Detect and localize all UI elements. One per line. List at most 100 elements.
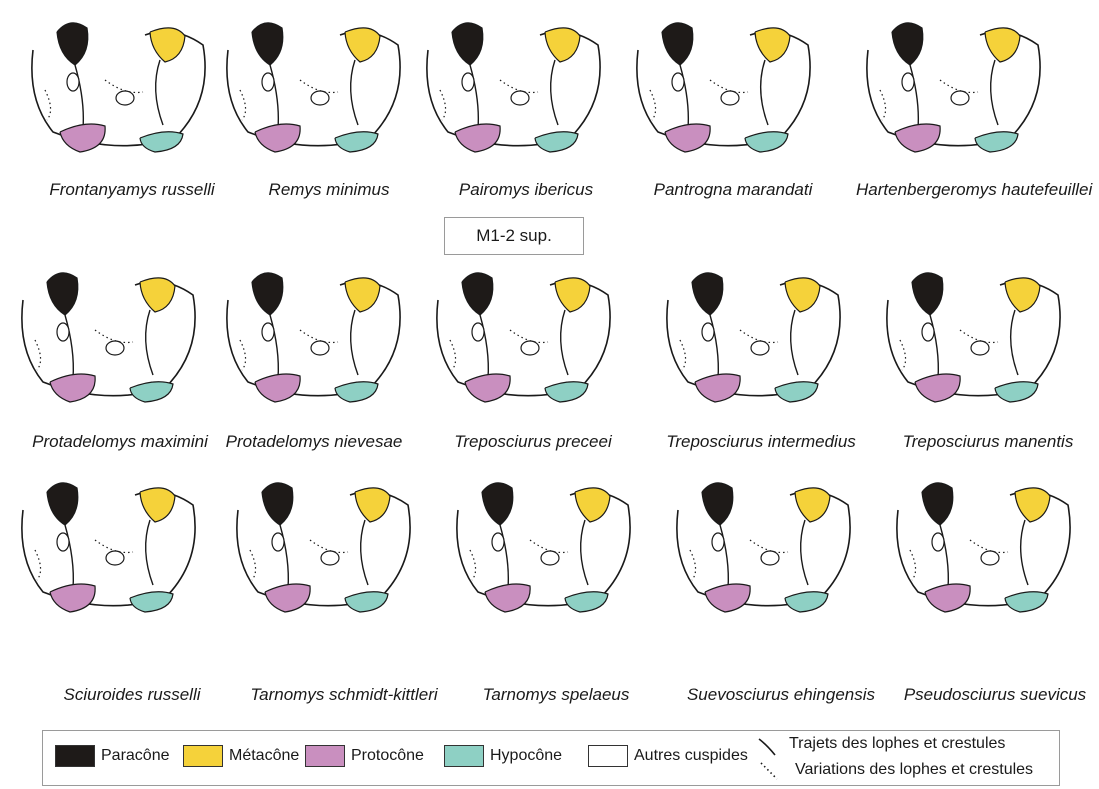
tooth-9-hypocone	[775, 382, 818, 402]
tooth-3-protocone	[455, 124, 500, 152]
tooth-14-protocone	[705, 584, 750, 612]
tooth-9-protocone	[695, 374, 740, 402]
paracone-swatch	[55, 745, 95, 767]
tooth-5-protocone	[895, 124, 940, 152]
tooth-13-variation	[470, 550, 476, 580]
tooth-9-other-cusp	[702, 323, 714, 341]
tooth-15-other-cusp	[981, 551, 999, 565]
tooth-7-variation	[240, 340, 246, 370]
caption-treposciurus-intermedius: Treposciurus intermedius	[656, 432, 866, 452]
tooth-15-other-cusp	[932, 533, 944, 551]
tooth-13-other-cusp	[492, 533, 504, 551]
tooth-12-other-cusp	[272, 533, 284, 551]
tooth-3-paracone	[452, 23, 483, 65]
tooth-15-crest	[1021, 520, 1028, 585]
tooth-5-metacone	[985, 28, 1020, 62]
tooth-2-other-cusp	[262, 73, 274, 91]
legend-metacone-label: Métacône	[229, 747, 299, 765]
tooth-11-hypocone	[130, 592, 173, 612]
tooth-7-protocone	[255, 374, 300, 402]
tooth-1-protocone	[60, 124, 105, 152]
legend-protocone: Protocône	[305, 745, 424, 767]
tooth-10-crest	[1011, 310, 1018, 375]
caption-sciuroides-russelli: Sciuroides russelli	[27, 685, 237, 705]
tooth-1-variation	[45, 90, 51, 120]
tooth-13-other-cusp	[541, 551, 559, 565]
caption-pseudosciurus-suevicus: Pseudosciurus suevicus	[890, 685, 1099, 705]
tooth-7-metacone	[345, 278, 380, 312]
tooth-14-variation	[690, 550, 696, 580]
tooth-15-metacone	[1015, 488, 1050, 522]
tooth-6-protocone	[50, 374, 95, 402]
tooth-4-protocone	[665, 124, 710, 152]
tooth-4-metacone	[755, 28, 790, 62]
legend-trajets-label: Trajets des lophes et crestules	[789, 735, 1005, 753]
tooth-5-paracone	[892, 23, 923, 65]
tooth-10-other-cusp	[922, 323, 934, 341]
legend-protocone-label: Protocône	[351, 747, 424, 765]
tooth-11-other-cusp	[57, 533, 69, 551]
tooth-5-hypocone	[975, 132, 1018, 152]
tooth-3-other-cusp	[462, 73, 474, 91]
tooth-6-other-cusp	[57, 323, 69, 341]
tooth-11-protocone	[50, 584, 95, 612]
tooth-10-paracone	[912, 273, 943, 315]
tooth-6-hypocone	[130, 382, 173, 402]
caption-pantrogna-marandati: Pantrogna marandati	[628, 180, 838, 200]
caption-protadelomys-nievesae: Protadelomys nievesae	[209, 432, 419, 452]
tooth-5-variation	[880, 90, 886, 120]
tooth-11-crest	[146, 520, 153, 585]
tooth-9-metacone	[785, 278, 820, 312]
tooth-4-hypocone	[745, 132, 788, 152]
tooth-15-protocone	[925, 584, 970, 612]
tooth-1-hypocone	[140, 132, 183, 152]
tooth-12-paracone	[262, 483, 293, 525]
tooth-12-hypocone	[345, 592, 388, 612]
tooth-5-other-cusp	[951, 91, 969, 105]
tooth-2-variation	[240, 90, 246, 120]
tooth-6-metacone	[140, 278, 175, 312]
tooth-1-metacone	[150, 28, 185, 62]
tooth-4-other-cusp	[721, 91, 739, 105]
tooth-10-metacone	[1005, 278, 1040, 312]
tooth-15-hypocone	[1005, 592, 1048, 612]
tooth-14-metacone	[795, 488, 830, 522]
tooth-2-protocone	[255, 124, 300, 152]
legend: Paracône Métacône Protocône Hypocône Aut…	[42, 730, 1060, 786]
tooth-6-other-cusp	[106, 341, 124, 355]
tooth-2-other-cusp	[311, 91, 329, 105]
caption-tarnomys-spelaeus: Tarnomys spelaeus	[451, 685, 661, 705]
tooth-8-hypocone	[545, 382, 588, 402]
tooth-15-paracone	[922, 483, 953, 525]
tooth-12-protocone	[265, 584, 310, 612]
tooth-4-crest	[761, 60, 768, 125]
tooth-11-variation	[35, 550, 41, 580]
caption-pairomys-ibericus: Pairomys ibericus	[421, 180, 631, 200]
tooth-11-metacone	[140, 488, 175, 522]
tooth-3-other-cusp	[511, 91, 529, 105]
tooth-6-crest	[146, 310, 153, 375]
tooth-7-crest	[351, 310, 358, 375]
tooth-8-metacone	[555, 278, 590, 312]
tooth-6-variation	[35, 340, 41, 370]
tooth-12-variation	[250, 550, 256, 580]
tooth-9-variation	[680, 340, 686, 370]
tooth-7-other-cusp	[262, 323, 274, 341]
caption-treposciurus-preceei: Treposciurus preceei	[428, 432, 638, 452]
legend-line-symbols	[755, 735, 785, 783]
tooth-7-paracone	[252, 273, 283, 315]
tooth-8-other-cusp	[521, 341, 539, 355]
tooth-14-paracone	[702, 483, 733, 525]
caption-tarnomys-schmidt-kittleri: Tarnomys schmidt-kittleri	[239, 685, 449, 705]
tooth-10-other-cusp	[971, 341, 989, 355]
legend-hypocone: Hypocône	[444, 745, 562, 767]
tooth-14-other-cusp	[761, 551, 779, 565]
legend-autres: Autres cuspides	[588, 745, 748, 767]
tooth-8-other-cusp	[472, 323, 484, 341]
tooth-9-other-cusp	[751, 341, 769, 355]
tooth-7-other-cusp	[311, 341, 329, 355]
tooth-10-hypocone	[995, 382, 1038, 402]
tooth-8-protocone	[465, 374, 510, 402]
tooth-1-crest	[156, 60, 163, 125]
